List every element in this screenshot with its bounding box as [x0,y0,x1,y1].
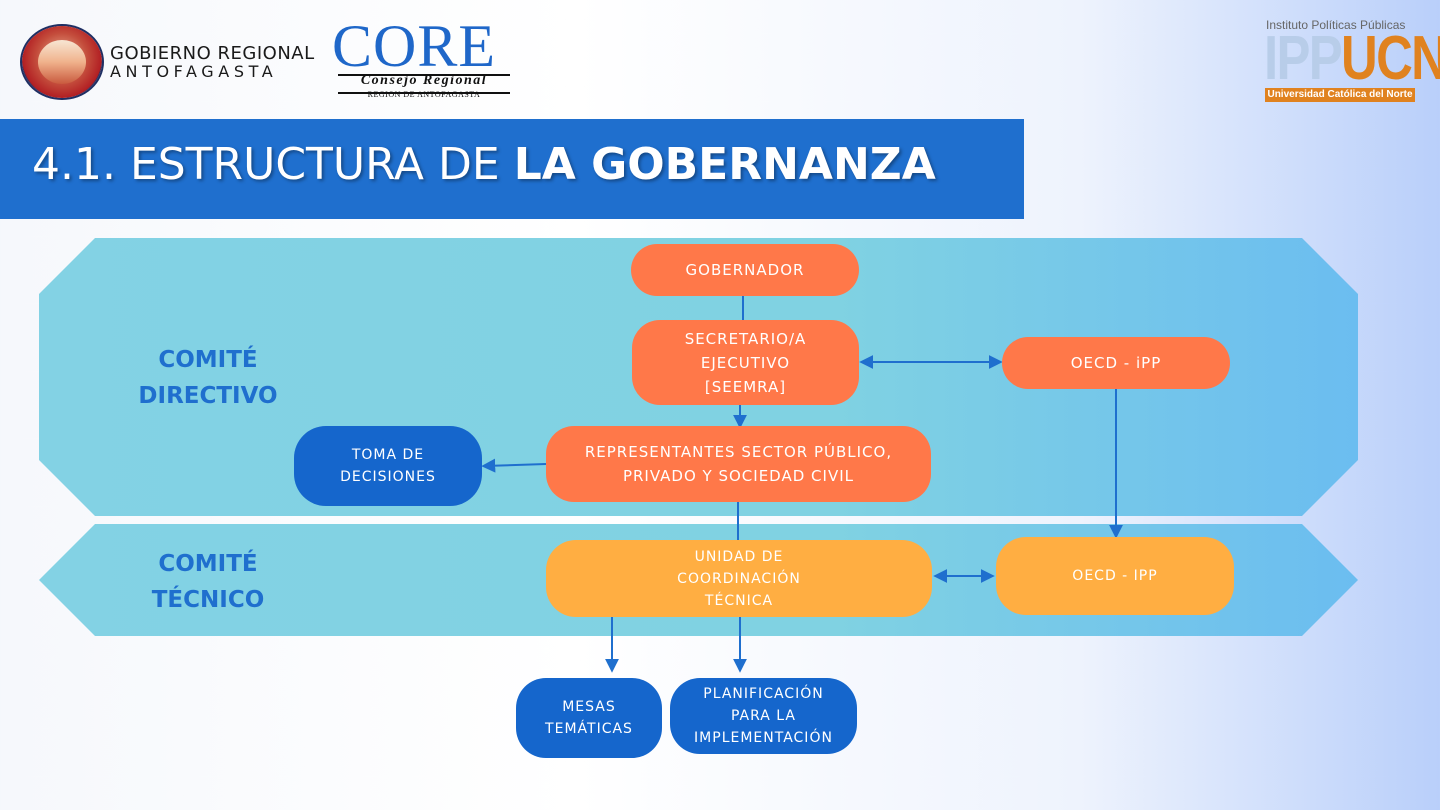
gore-logo-line2: ANTOFAGASTA [110,62,278,81]
gobernador-box: GOBERNADOR [631,244,859,296]
comite-directivo-label: COMITÉ DIRECTIVO [138,347,278,409]
representantes-box: REPRESENTANTES SECTOR PÚBLICO, PRIVADO Y… [546,426,931,502]
ipp-ucn-logo: IPPUCN [1264,28,1440,90]
mesas-tematicas-box: MESAS TEMÁTICAS [516,678,662,758]
title-banner [0,119,1024,219]
secretario-box: SECRETARIO/A EJECUTIVO [SEEMRA] [632,320,859,405]
page-title-emphasis: LA GOBERNANZA [513,139,936,190]
toma-decisiones-box: TOMA DE DECISIONES [294,426,482,506]
ucn-logo-part: UCN [1341,24,1440,93]
ipp-logo-caption: Instituto Políticas Públicas [1266,18,1406,32]
page-title: 4.1. ESTRUCTURA DE LA GOBERNANZA [32,139,936,190]
gore-logo-line1: GOBIERNO REGIONAL [110,43,315,64]
ipp-logo-part: IPP [1264,24,1343,93]
page-title-prefix: 4.1. ESTRUCTURA DE [32,139,514,190]
oecd-ipp-top-box: OECD - iPP [1002,337,1230,389]
ipp-logo-university: Universidad Católica del Norte [1265,88,1415,102]
core-logo-region: REGION DE ANTOFAGASTA [367,90,481,99]
core-logo-frame [338,74,510,94]
arrow-representantes-toma [481,458,547,473]
comite-tecnico-label: COMITÉ TÉCNICO [151,551,265,613]
planificacion-box: PLANIFICACIÓN PARA LA IMPLEMENTACIÓN [670,678,857,754]
unidad-coordinacion-box: UNIDAD DE COORDINACIÓN TÉCNICA [546,540,932,617]
core-logo-subtitle: Consejo Regional [360,73,488,88]
oecd-ipp-bottom-box: OECD - IPP [996,537,1234,615]
core-logo-title: CORE [332,13,497,79]
gore-seal-logo [22,26,102,98]
